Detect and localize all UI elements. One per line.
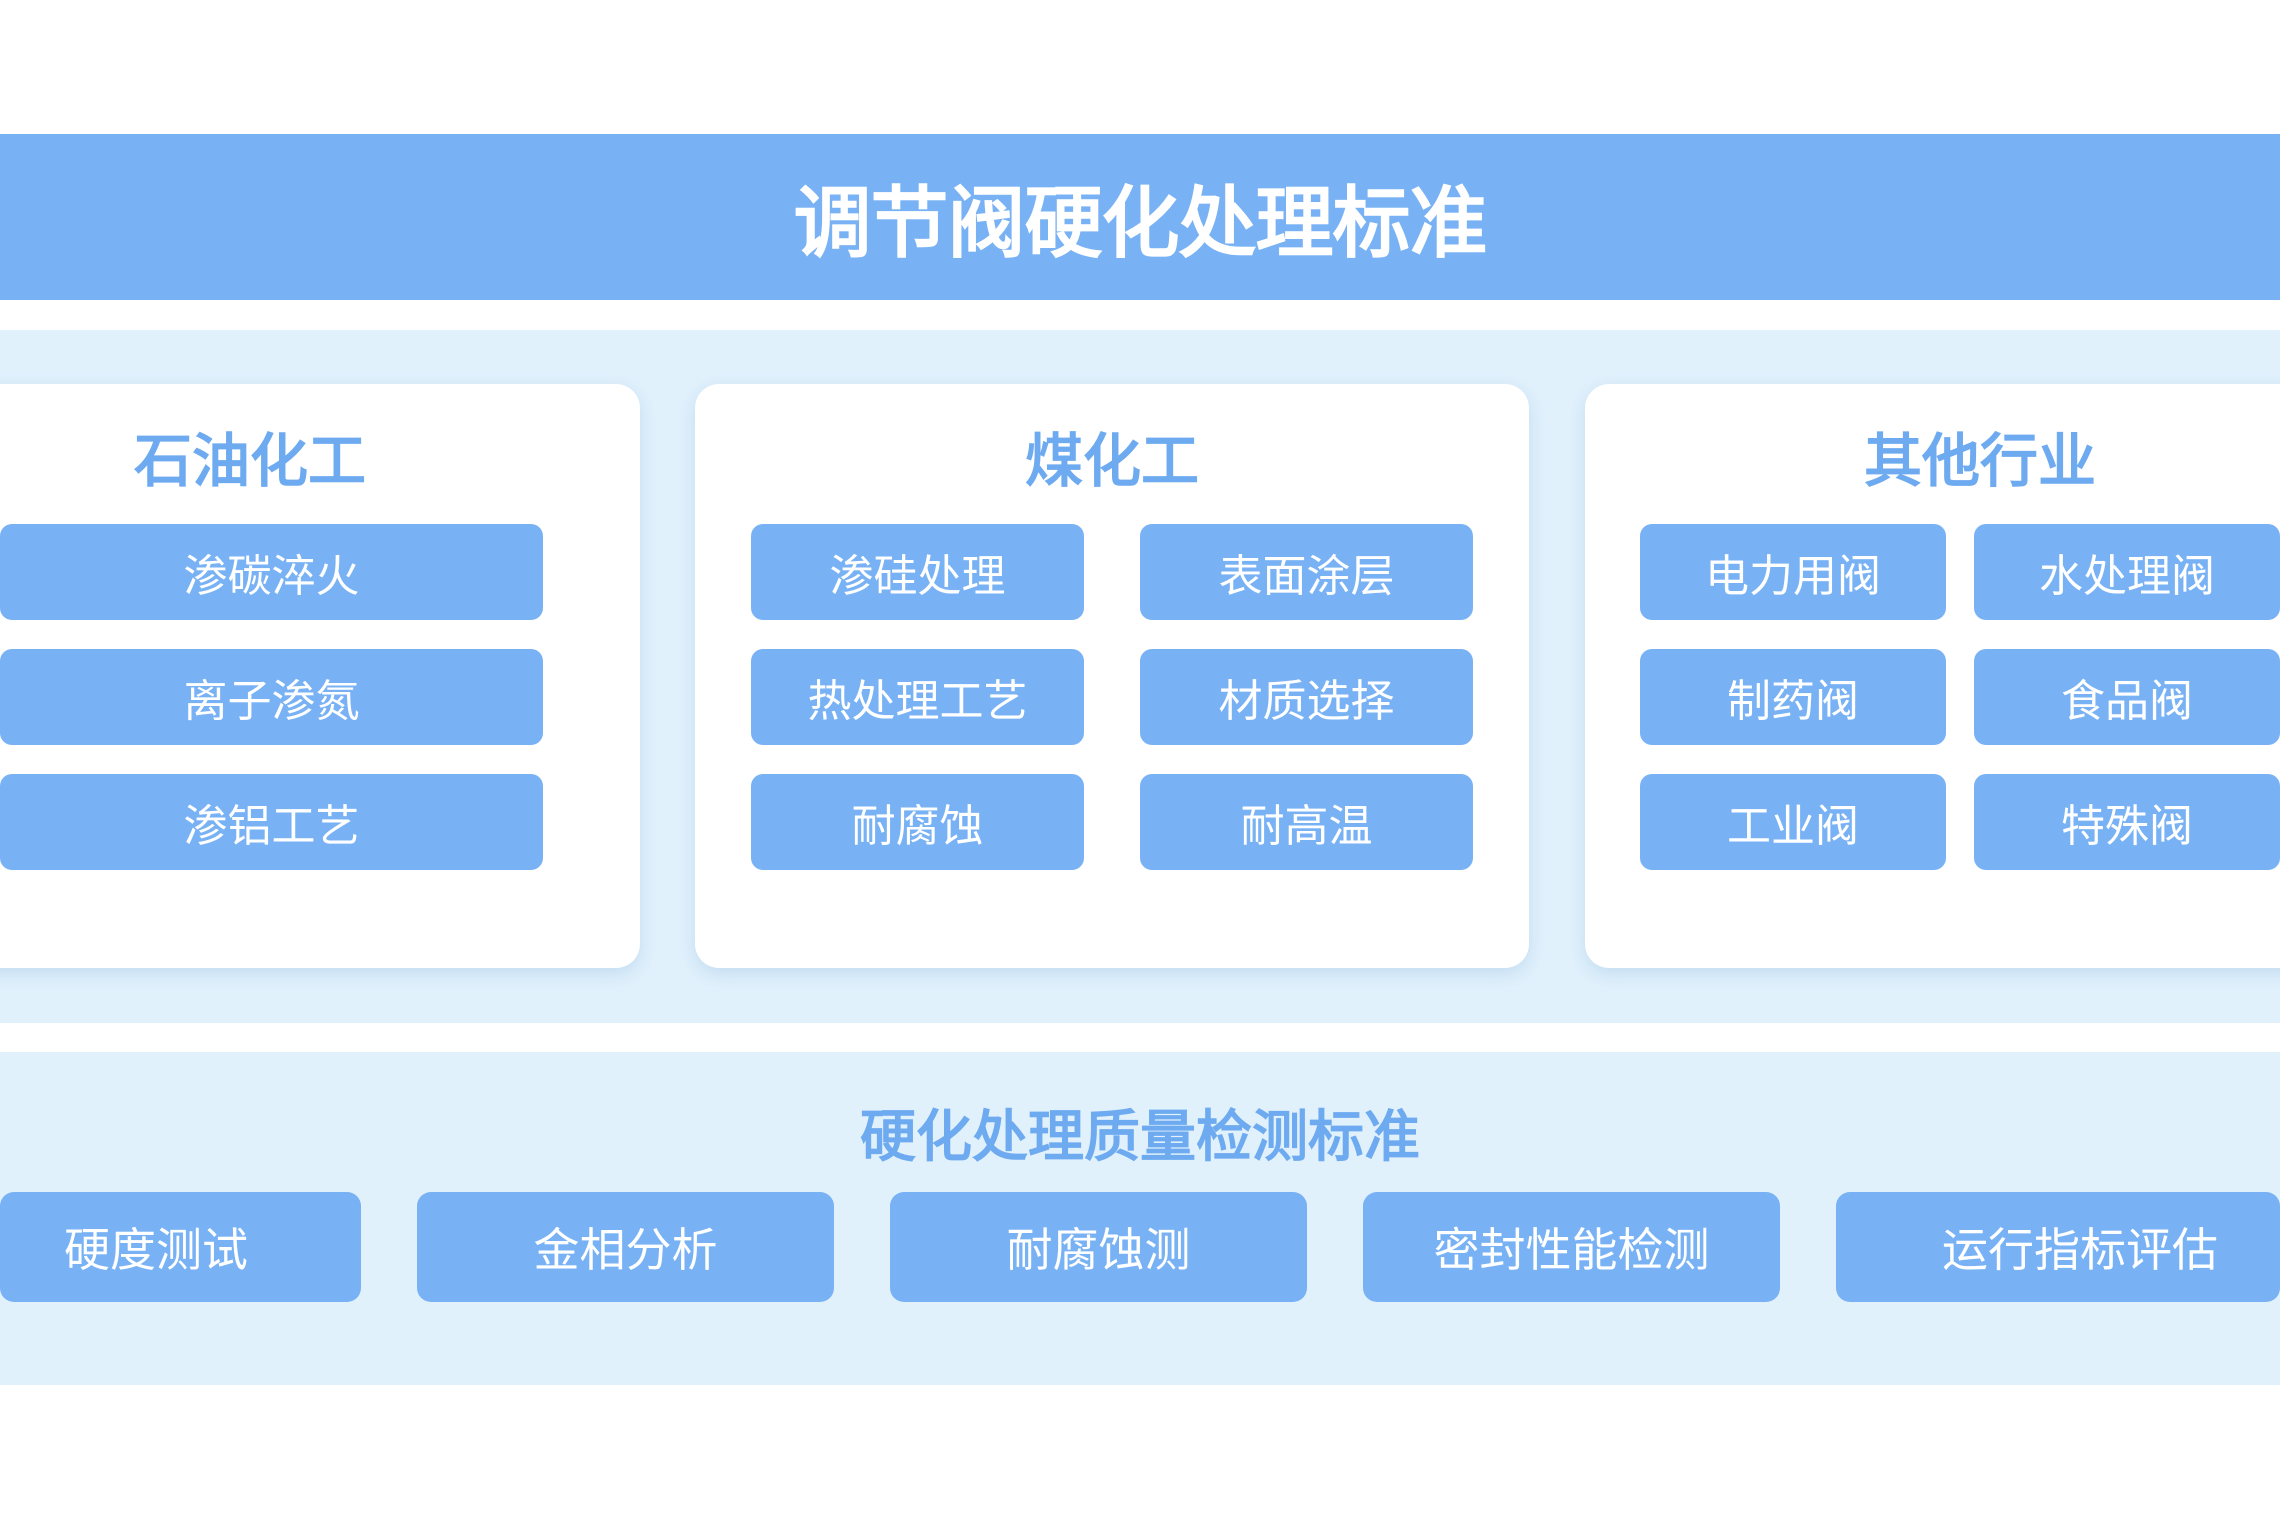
coal-chemical-item: 材质选择	[1140, 649, 1473, 745]
other-industries-item: 工业阀	[1640, 774, 1946, 870]
other-industries-item: 特殊阀	[1974, 774, 2280, 870]
quality-item: 硬度测试	[0, 1192, 361, 1302]
coal-chemical-item: 热处理工艺	[751, 649, 1084, 745]
petrochemical-title: 石油化工	[133, 427, 366, 495]
other-industries-item: 电力用阀	[1640, 524, 1946, 620]
title-banner: 调节阀硬化处理标准	[0, 134, 2280, 300]
coal-chemical-item: 渗硅处理	[751, 524, 1084, 620]
petrochemical-item: 渗碳淬火	[0, 524, 543, 620]
other-industries-card: 其他行业 电力用阀 水处理阀 制药阀 食品阀 工业阀 特殊阀	[1585, 384, 2280, 968]
diagram-title: 调节阀硬化处理标准	[793, 179, 1487, 269]
other-industries-item: 制药阀	[1640, 649, 1946, 745]
other-industries-title: 其他行业	[1863, 427, 2096, 495]
quality-item: 耐腐蚀测	[890, 1192, 1307, 1302]
other-industries-item: 水处理阀	[1974, 524, 2280, 620]
coal-chemical-item: 耐高温	[1140, 774, 1473, 870]
petrochemical-item: 渗铝工艺	[0, 774, 543, 870]
other-industries-item: 食品阀	[1974, 649, 2280, 745]
quality-item: 金相分析	[417, 1192, 834, 1302]
petrochemical-card: 石油化工 渗碳淬火 离子渗氮 渗铝工艺	[0, 384, 640, 968]
quality-item: 密封性能检测	[1363, 1192, 1780, 1302]
coal-chemical-item: 表面涂层	[1140, 524, 1473, 620]
coal-chemical-card: 煤化工 渗硅处理 表面涂层 热处理工艺 材质选择 耐腐蚀 耐高温	[695, 384, 1529, 968]
coal-chemical-item: 耐腐蚀	[751, 774, 1084, 870]
coal-chemical-title: 煤化工	[1024, 427, 1199, 495]
quality-item: 运行指标评估	[1836, 1192, 2280, 1302]
quality-title: 硬化处理质量检测标准	[860, 1105, 1420, 1170]
petrochemical-item: 离子渗氮	[0, 649, 543, 745]
